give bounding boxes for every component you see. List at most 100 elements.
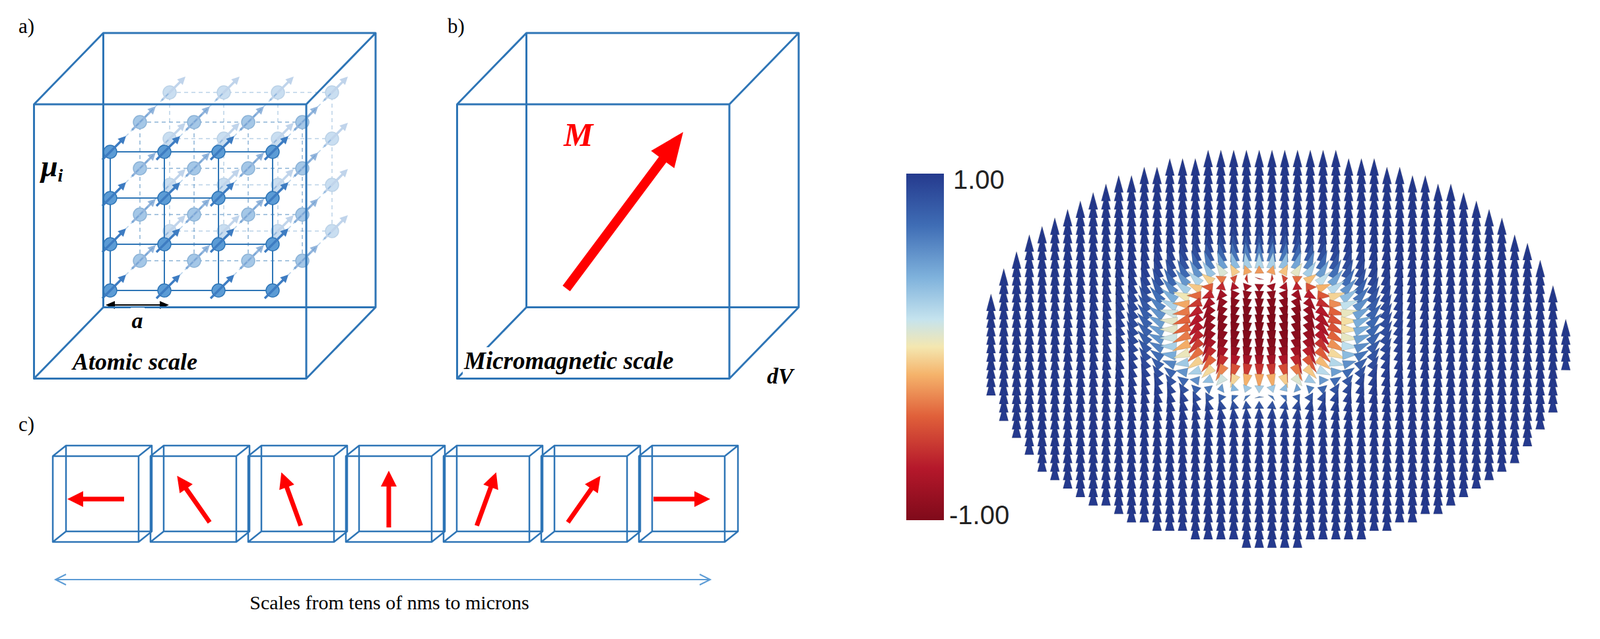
lattice-line [109,151,111,291]
spin-cone [1242,282,1252,292]
spin-arrow [185,198,210,224]
lattice-layer [131,106,319,270]
spin-cone [1175,368,1189,378]
spin-cone [1075,479,1086,498]
spin-cone [1266,252,1276,269]
spin-cone [1165,513,1175,531]
magnetization-symbol: M [562,116,595,155]
spin-cone [1101,488,1111,506]
spin-cone [1050,463,1060,481]
spin-arrow [155,182,181,207]
spin-cone [1244,273,1249,284]
spin-arrow [161,76,186,101]
dimension-line [55,578,711,581]
panel-label: c) [17,412,36,437]
spin-cone [1330,376,1342,387]
spin-cone [1148,341,1165,354]
lattice-line [271,151,274,291]
lattice-line [169,137,333,140]
cube-outline [33,33,376,380]
volume-element: dV [765,363,795,389]
spin-arrow [239,106,265,131]
spin-cone [1279,281,1288,291]
spin-arrow [239,198,265,224]
spin-cone [1217,383,1225,393]
spin-cone [1151,357,1165,371]
spin-cone [1269,273,1274,284]
spin-arrow [264,135,289,161]
spin-cone [1458,479,1468,498]
spin-cone [1254,396,1265,399]
spin-cone [1114,497,1124,515]
panel-label: a) [17,14,36,39]
spin-cone [1241,530,1251,548]
spin-cone [1230,281,1239,291]
spin-cone [1522,429,1533,447]
magnetization-arrow [380,470,397,528]
spin-cone [1243,394,1251,402]
lattice-line [301,122,303,261]
cell-cube [638,445,738,542]
spin-cone [1229,522,1239,540]
spin-cone [1292,281,1303,291]
spin-cone [1330,367,1343,377]
spin-cone [1353,350,1369,363]
spin-cone [1341,367,1355,379]
spin-arrow [323,122,348,148]
spin-arrow [209,274,235,300]
spin-arrow [264,228,289,253]
spin-cone [1304,398,1315,412]
spin-cone [1369,513,1379,531]
spin-cone [1178,513,1188,531]
spin-cone [1331,522,1341,540]
spin-cone [1201,273,1216,286]
spin-cone [1395,505,1405,523]
spin-arrow [155,274,181,300]
spin-arrow [269,76,294,101]
spin-cone [1254,530,1265,548]
lattice-line [110,289,273,292]
spin-cone [1172,348,1191,359]
cell-chain [52,445,738,542]
spin-cone [1407,505,1418,523]
spin-cone [1497,454,1507,472]
spin-arrow [185,152,210,177]
spin-cone [1293,383,1301,393]
lattice-line [110,151,273,153]
spin-cone [1174,357,1190,367]
spin-arrow [185,106,210,131]
spin-cone [1186,297,1202,307]
spin-cone [1215,262,1228,278]
spin-cone [1172,314,1191,325]
spin-cone [1317,398,1327,412]
spin-arrow [101,274,127,300]
lattice-line [193,122,195,261]
spin-lattice [101,76,348,300]
spin-cone [1305,522,1315,540]
spin-cone [1230,264,1241,277]
spin-arrow [239,152,265,177]
arrow-head [55,574,67,585]
spin-cone [1290,263,1302,278]
lattice-layer [161,76,348,240]
spin-cone [1267,400,1277,410]
cube-edges [457,33,800,379]
spin-cone [1314,355,1332,370]
cell-cube [541,445,641,542]
spin-arrow [131,152,156,177]
cube-cell: Atomic scale [33,33,376,380]
spin-cone [1215,281,1226,291]
spin-cone [1161,351,1177,361]
spin-cone [1382,513,1392,531]
spin-arrow [131,198,156,224]
spin-cone [999,403,1009,422]
spin-cone [1484,463,1494,481]
lattice-line [247,122,249,261]
spin-arrow [131,244,156,270]
spin-cone [1192,398,1202,412]
spin-arrow [101,228,127,253]
spin-cone [1354,357,1368,371]
spin-cone [1217,399,1227,411]
spin-cone [1548,395,1558,413]
